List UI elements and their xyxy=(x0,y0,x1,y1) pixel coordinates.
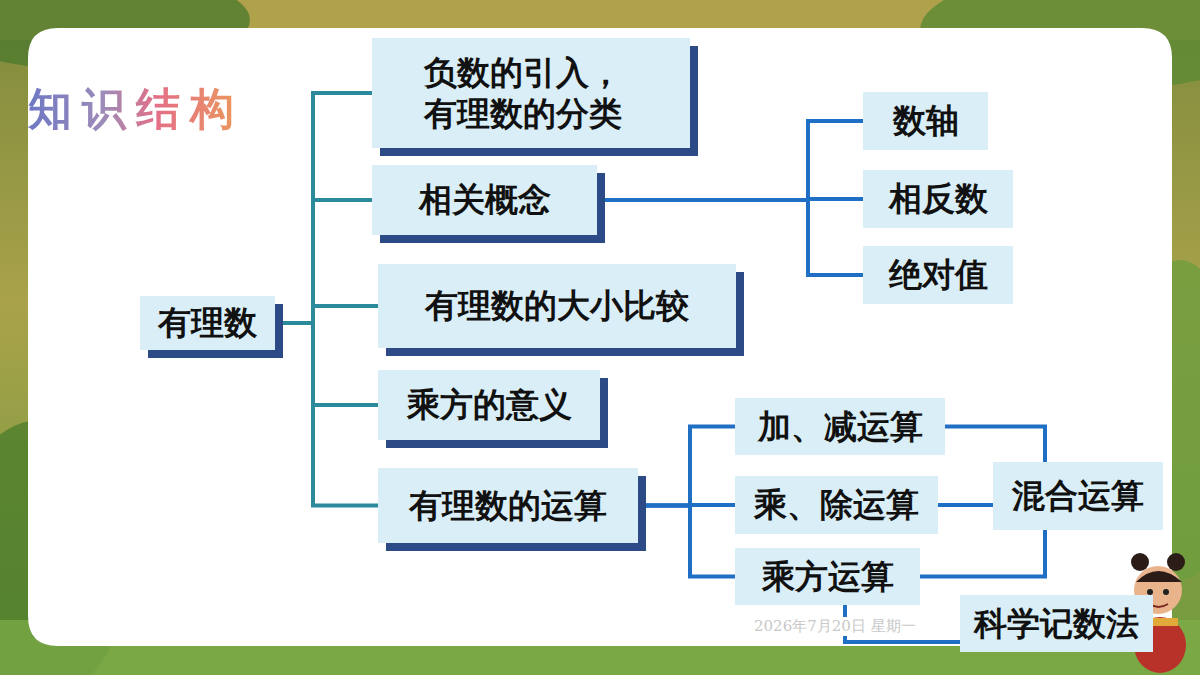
concept-box: 相关概念 xyxy=(372,165,597,235)
box-label: 科学记数法 xyxy=(974,603,1139,644)
box-label: 混合运算 xyxy=(1012,475,1144,516)
box-label: 相反数 xyxy=(889,178,988,219)
tree-connector xyxy=(938,503,993,507)
box-label: 乘、除运算 xyxy=(754,484,919,525)
concept-box: 绝对值 xyxy=(863,246,1013,304)
tree-connector xyxy=(920,530,1045,577)
concept-box: 乘方运算 xyxy=(735,548,920,605)
tree-connector xyxy=(275,323,378,506)
box-label: 有理数的大小比较 xyxy=(425,285,689,326)
concept-box: 负数的引入， 有理数的分类 xyxy=(372,38,690,148)
concept-box: 混合运算 xyxy=(993,462,1163,530)
concept-box: 加、减运算 xyxy=(735,398,945,455)
tree-connector xyxy=(275,323,378,405)
tree-connector xyxy=(638,427,735,506)
box-label: 乘方的意义 xyxy=(407,384,572,425)
concept-box: 科学记数法 xyxy=(960,595,1153,652)
concept-box: 数轴 xyxy=(863,92,988,150)
slide-title: 知识结构 xyxy=(28,80,244,139)
tree-connector xyxy=(275,93,372,323)
box-label: 绝对值 xyxy=(889,254,988,295)
concept-box: 相反数 xyxy=(863,170,1013,228)
concept-box: 有理数 xyxy=(140,296,275,350)
concept-box: 有理数的运算 xyxy=(378,468,638,543)
tree-connector xyxy=(945,427,1045,463)
box-label: 加、减运算 xyxy=(758,406,923,447)
concept-box: 有理数的大小比较 xyxy=(378,264,736,348)
date-watermark: 2026年7月20日 星期一 xyxy=(752,617,918,636)
box-label: 相关概念 xyxy=(419,179,551,220)
box-label: 有理数 xyxy=(158,302,257,343)
box-label: 负数的引入， 有理数的分类 xyxy=(424,52,639,135)
concept-box: 乘、除运算 xyxy=(735,476,938,534)
box-label: 数轴 xyxy=(893,100,959,141)
tree-connector xyxy=(275,306,378,323)
concept-box: 乘方的意义 xyxy=(378,370,600,440)
box-label: 乘方运算 xyxy=(762,556,894,597)
box-label: 有理数的运算 xyxy=(409,485,607,526)
tree-connector xyxy=(638,506,735,577)
